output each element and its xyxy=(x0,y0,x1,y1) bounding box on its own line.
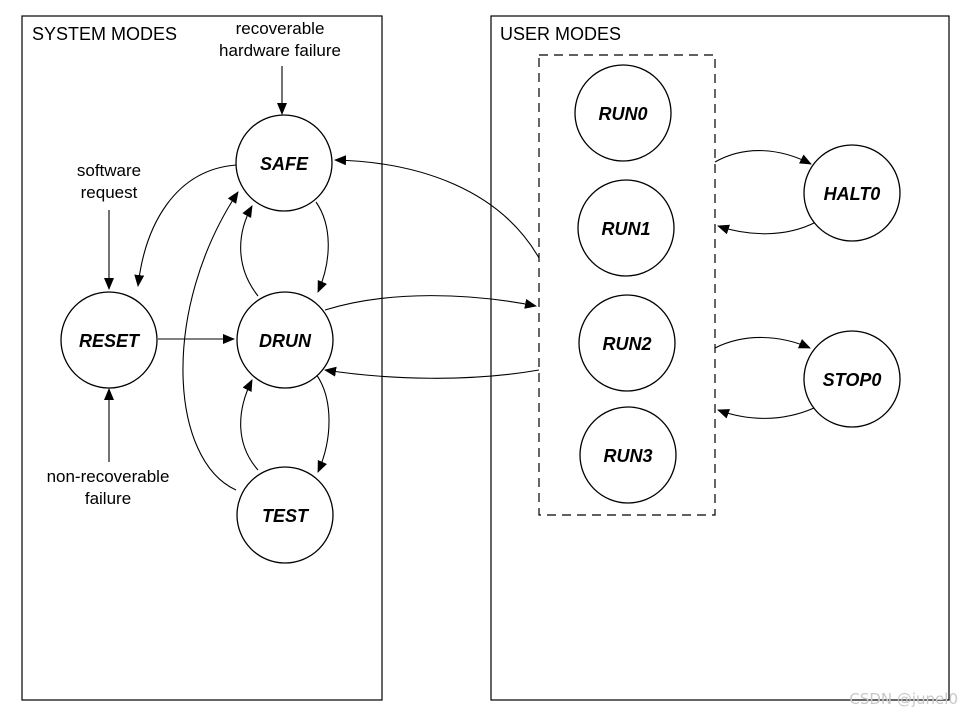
state-drun: DRUN xyxy=(236,291,334,389)
software-line1: software xyxy=(77,161,141,180)
edge-user-to-halt0 xyxy=(714,150,812,165)
state-run1: RUN1 xyxy=(577,179,675,277)
system-modes-title: SYSTEM MODES xyxy=(32,24,177,44)
state-halt0-label: HALT0 xyxy=(824,184,881,204)
state-safe-label: SAFE xyxy=(260,154,309,174)
recoverable-line2: hardware failure xyxy=(219,41,341,60)
state-run1-label: RUN1 xyxy=(601,219,650,239)
edge-drun-to-test xyxy=(315,373,330,473)
run-modes-group xyxy=(538,54,716,516)
state-stop0: STOP0 xyxy=(803,330,901,428)
edge-safe-to-drun xyxy=(315,201,329,293)
user-modes-panel xyxy=(490,15,950,701)
user-modes-title: USER MODES xyxy=(500,24,621,44)
state-test: TEST xyxy=(236,466,334,564)
state-reset-label: RESET xyxy=(79,331,141,351)
edge-drun-to-user xyxy=(324,295,537,311)
nonrecoverable-line1: non-recoverable xyxy=(47,467,170,486)
state-drun-label: DRUN xyxy=(259,331,312,351)
watermark: CSDN @junel0 xyxy=(849,690,958,708)
state-run2-label: RUN2 xyxy=(602,334,651,354)
edge-user-to-stop0 xyxy=(714,336,811,349)
state-run0: RUN0 xyxy=(574,64,672,162)
edge-stop0-to-user xyxy=(717,407,815,419)
recoverable-line1: recoverable xyxy=(236,19,325,38)
edge-test-to-safe xyxy=(182,191,239,491)
edge-test-to-drun xyxy=(240,379,259,471)
state-run3: RUN3 xyxy=(579,406,677,504)
edge-user-to-safe xyxy=(334,155,540,259)
edge-halt0-to-user xyxy=(717,221,817,235)
state-reset: RESET xyxy=(60,291,158,389)
state-test-label: TEST xyxy=(262,506,310,526)
state-run0-label: RUN0 xyxy=(598,104,647,124)
edge-drun-to-safe xyxy=(240,205,259,297)
state-safe: SAFE xyxy=(235,114,333,212)
state-halt0: HALT0 xyxy=(803,144,901,242)
system-modes-panel xyxy=(21,15,383,701)
state-stop0-label: STOP0 xyxy=(823,370,882,390)
transitions xyxy=(104,66,817,491)
state-run2: RUN2 xyxy=(578,294,676,392)
software-line2: request xyxy=(81,183,138,202)
edge-user-to-drun xyxy=(324,366,540,379)
edge-safe-to-reset xyxy=(134,164,237,287)
state-run3-label: RUN3 xyxy=(603,446,652,466)
nonrecoverable-line2: failure xyxy=(85,489,131,508)
